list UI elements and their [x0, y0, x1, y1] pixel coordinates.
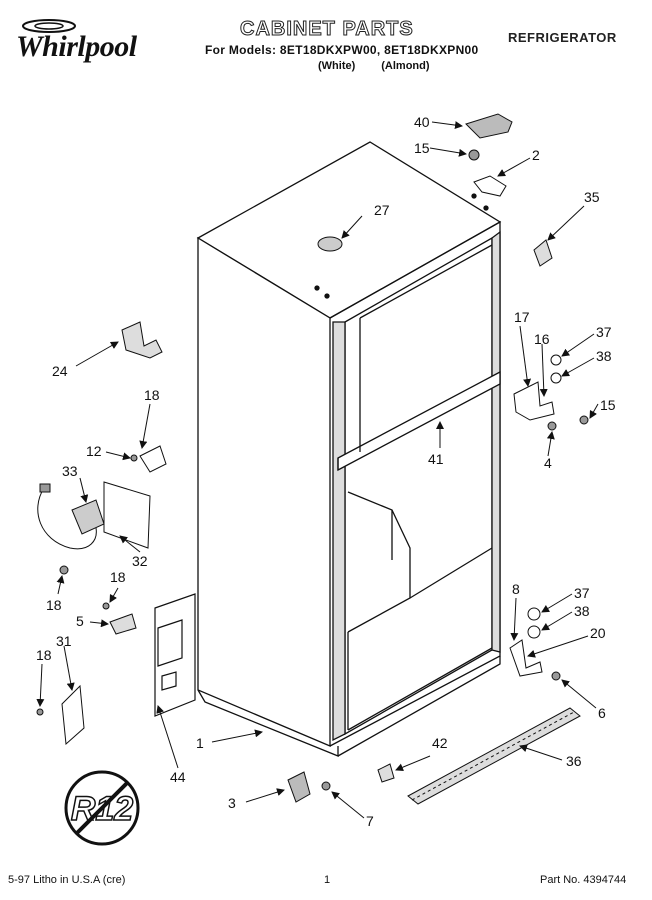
page-number: 1: [324, 874, 331, 886]
callout-44: 44: [170, 769, 186, 785]
refrigerator-cabinet: [196, 141, 502, 757]
part-number: Part No. 4394744: [540, 874, 627, 886]
models-line: For Models: 8ET18DKXPW00, 8ET18DKXPN00: [205, 43, 479, 57]
variant-almond: (Almond): [381, 60, 430, 72]
callout-15: 15: [600, 397, 616, 413]
callout-35: 35: [584, 189, 600, 205]
callout-labels: 40 15 2 35 27 24 17 16 37 38 15 4 41 18 …: [36, 114, 616, 829]
callout-33: 33: [62, 463, 78, 479]
switch-bracket-part: [139, 445, 167, 473]
product-category: REFRIGERATOR: [508, 30, 617, 45]
variant-white: (White): [318, 60, 356, 72]
callout-27: 27: [374, 202, 390, 218]
grille-clip-part: [377, 763, 395, 783]
callout-38: 38: [596, 348, 612, 364]
whirlpool-logo-swoosh-icon: [22, 19, 76, 33]
callout-37: 37: [574, 585, 590, 601]
callout-42: 42: [432, 735, 448, 751]
callout-5: 5: [76, 613, 84, 629]
color-variants: (White) (Almond): [318, 60, 430, 72]
callout-8: 8: [512, 581, 520, 597]
cover-plate-part: [61, 684, 85, 746]
callout-17: 17: [514, 309, 530, 325]
callout-2: 2: [532, 147, 540, 163]
page-title: CABINET PARTS: [240, 18, 414, 41]
callout-18: 18: [36, 647, 52, 663]
callout-7: 7: [366, 813, 374, 829]
callout-1: 1: [196, 735, 204, 751]
center-hinge-part: [513, 381, 555, 421]
leveling-roller-part: [287, 771, 311, 803]
callout-3: 3: [228, 795, 236, 811]
power-cord-assembly: [37, 481, 151, 550]
callout-6: 6: [598, 705, 606, 721]
callout-18: 18: [110, 569, 126, 585]
hinge-screw-part: [468, 149, 480, 161]
side-bracket-part: [154, 593, 196, 717]
door-stop-part: [121, 321, 163, 359]
callout-18: 18: [46, 597, 62, 613]
callout-40: 40: [414, 114, 430, 130]
callout-18: 18: [144, 387, 160, 403]
cord-clip-part: [109, 613, 137, 635]
callout-38: 38: [574, 603, 590, 619]
callout-31: 31: [56, 633, 72, 649]
top-hinge-part: [473, 175, 507, 197]
leader-lines: [36, 121, 599, 819]
top-plug-part: [317, 236, 343, 252]
callout-32: 32: [132, 553, 148, 569]
toe-grille-part: [407, 707, 581, 805]
callout-37: 37: [596, 324, 612, 340]
callout-36: 36: [566, 753, 582, 769]
bottom-hinge-part: [509, 639, 543, 677]
callout-20: 20: [590, 625, 606, 641]
callout-24: 24: [52, 363, 68, 379]
callout-41: 41: [428, 451, 444, 467]
hinge-cover-part: [465, 113, 513, 139]
hinge-pin-cover-part: [533, 239, 553, 267]
brand-logo: Whirlpool: [16, 30, 137, 63]
callout-15: 15: [414, 140, 430, 156]
callout-4: 4: [544, 455, 552, 471]
r12-refrigerant-badge: R12: [64, 770, 140, 846]
callout-12: 12: [86, 443, 102, 459]
callout-16: 16: [534, 331, 550, 347]
print-info: 5-97 Litho in U.S.A (cre): [8, 874, 126, 886]
